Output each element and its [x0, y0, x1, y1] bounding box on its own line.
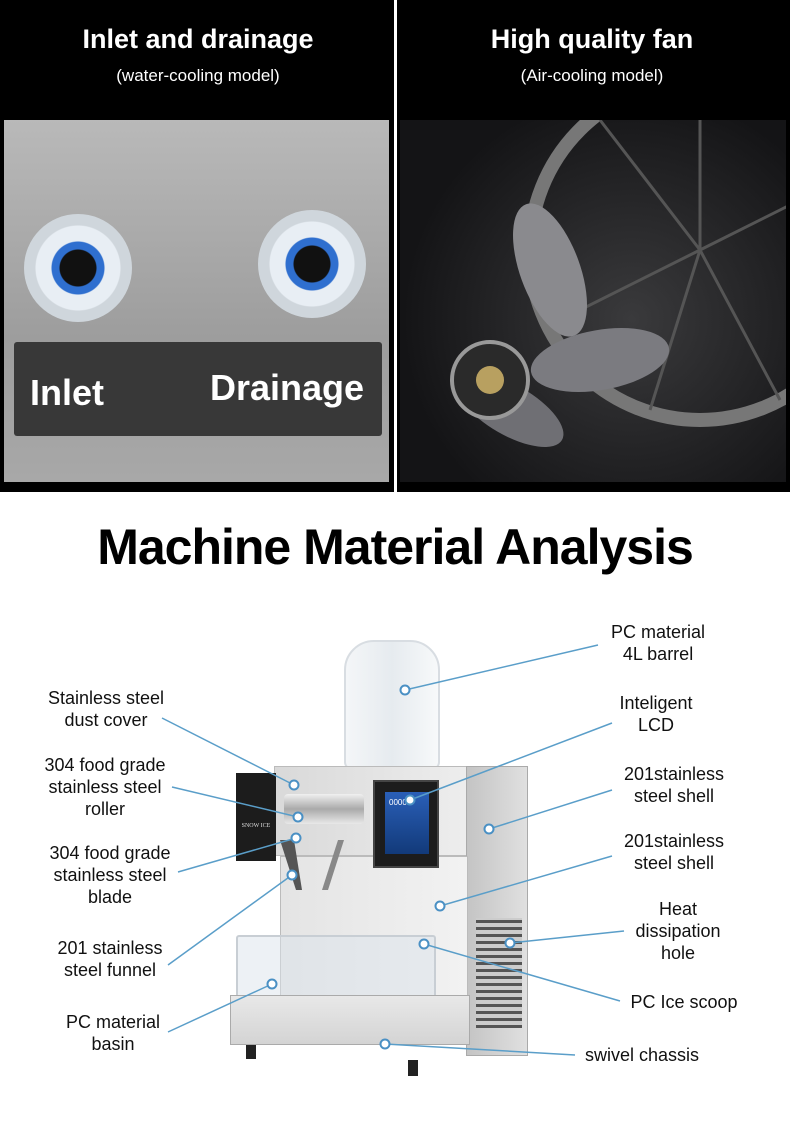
inlet-fitting — [24, 214, 132, 322]
inlet-title: Inlet and drainage — [82, 24, 314, 54]
foot — [246, 1045, 256, 1059]
callout-ice-scoop: PC Ice scoop — [630, 992, 738, 1012]
callout-roller: 304 food grade stainless steel roller — [44, 755, 166, 819]
brand-text: SNOW ICE — [241, 823, 271, 829]
callout-dust-cover: Stainless steel dust cover — [47, 688, 165, 730]
callout-chassis: swivel chassis — [584, 1045, 700, 1065]
divider — [394, 0, 397, 492]
callout-dot — [418, 938, 430, 950]
callout-dot — [504, 937, 516, 949]
chassis — [230, 995, 470, 1045]
callout-dot — [379, 1038, 391, 1050]
callout-dot — [288, 779, 300, 791]
callout-dot — [286, 869, 298, 881]
inlet-label: Inlet — [30, 372, 105, 413]
callout-dot — [399, 684, 411, 696]
fitting-label-box — [14, 342, 382, 436]
fan-title: High quality fan — [490, 24, 694, 54]
page-title: Machine Material Analysis — [97, 519, 694, 575]
callout-dot — [404, 794, 416, 806]
callout-funnel: 201 stainless steel funnel — [57, 938, 163, 980]
callout-dot — [290, 832, 302, 844]
water-barrel — [344, 640, 440, 770]
callout-dot — [483, 823, 495, 835]
callout-dot — [266, 978, 278, 990]
inlet-subtitle: (water-cooling model) — [116, 66, 280, 85]
vent-grille — [476, 918, 522, 1028]
fan-illustration — [450, 73, 790, 447]
callout-dot — [292, 811, 304, 823]
foot — [408, 1060, 418, 1076]
callout-barrel: PC material 4L barrel — [610, 622, 706, 664]
callout-blade: 304 food grade stainless steel blade — [49, 843, 171, 907]
callout-heat-hole: Heat dissipation hole — [635, 899, 721, 963]
drainage-fitting — [258, 210, 366, 318]
callout-shell-lower: 201stainless steel shell — [623, 831, 725, 873]
fan-photo — [400, 73, 790, 482]
callout-dot — [434, 900, 446, 912]
callout-lcd: Inteligent LCD — [619, 693, 693, 735]
fan-subtitle: (Air-cooling model) — [520, 66, 664, 85]
drainage-label: Drainage — [210, 367, 365, 408]
callout-basin: PC material basin — [65, 1012, 161, 1054]
callout-shell-upper: 201stainless steel shell — [623, 764, 725, 806]
lcd-readout: 0000 — [389, 798, 407, 807]
